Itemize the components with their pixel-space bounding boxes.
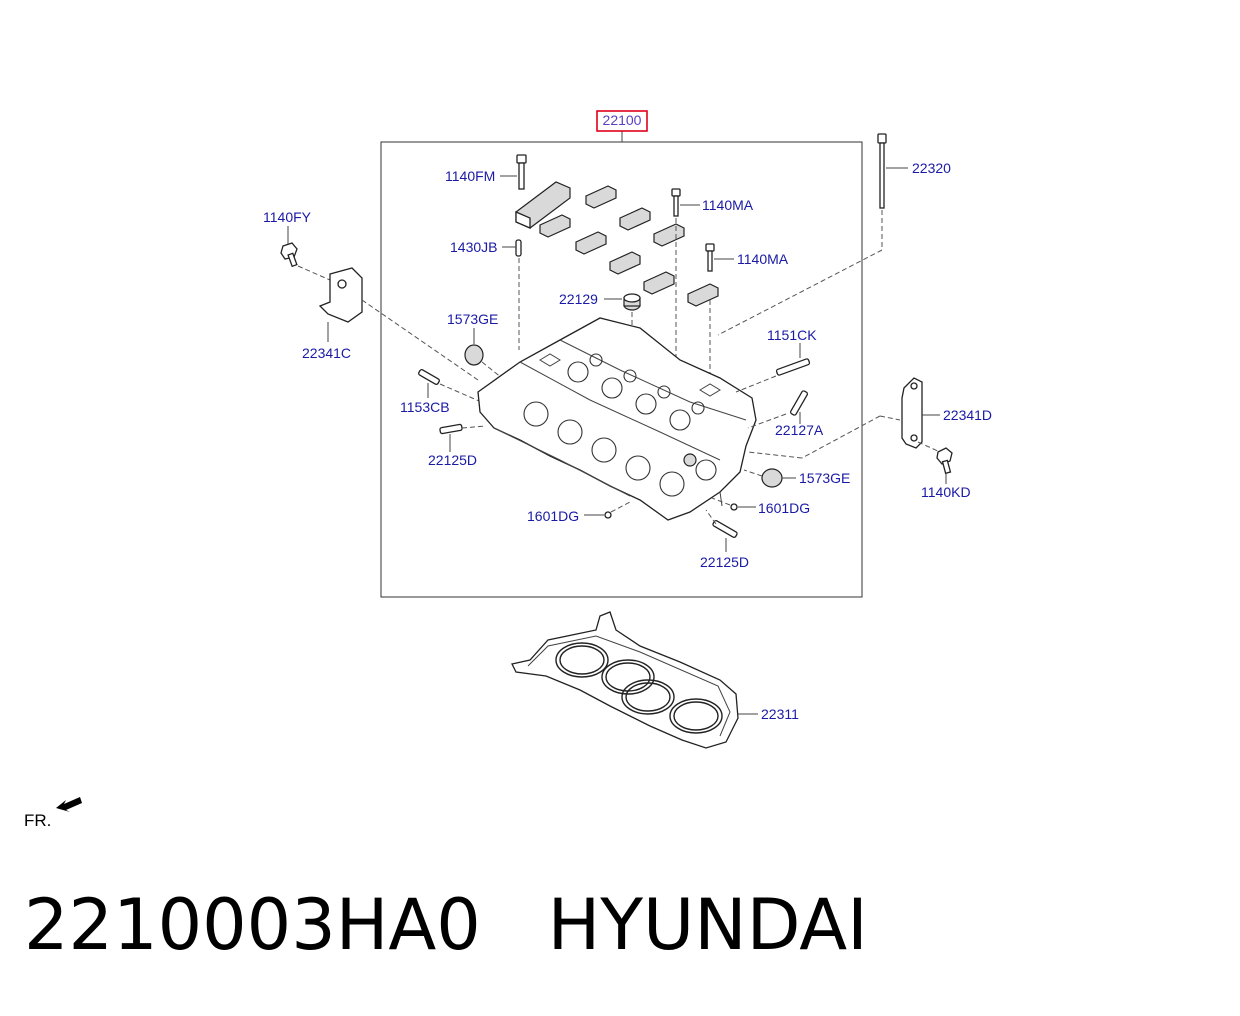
callout-1573ge-2[interactable]: 1573GE bbox=[799, 470, 850, 486]
callout-1140fy[interactable]: 1140FY bbox=[263, 209, 312, 225]
front-indicator: FR. bbox=[24, 797, 82, 830]
stud-1153cb bbox=[418, 368, 487, 405]
head-gasket-22311 bbox=[511, 611, 758, 749]
highlight-box-22100[interactable] bbox=[596, 110, 648, 132]
callout-1151ck[interactable]: 1151CK bbox=[767, 327, 817, 343]
callout-22125d-1[interactable]: 22125D bbox=[428, 452, 477, 468]
dowel-pin-1430jb bbox=[502, 239, 522, 350]
bolt-1140fm bbox=[500, 154, 527, 190]
callout-1140ma-1[interactable]: 1140MA bbox=[702, 197, 754, 213]
callout-1573ge-1[interactable]: 1573GE bbox=[447, 311, 498, 327]
callout-22311[interactable]: 22311 bbox=[761, 706, 799, 722]
part-number: 2210003HA0 bbox=[24, 884, 481, 966]
front-indicator-label: FR. bbox=[24, 811, 51, 830]
callout-1153cb[interactable]: 1153CB bbox=[400, 399, 450, 415]
callout-1430jb[interactable]: 1430JB bbox=[450, 239, 497, 255]
callout-22100[interactable]: 22100 bbox=[603, 112, 642, 128]
stud-22125d-1 bbox=[439, 423, 487, 452]
head-bolt-22320 bbox=[717, 133, 908, 336]
bracket-22341d bbox=[747, 377, 941, 459]
callout-22125d-2[interactable]: 22125D bbox=[700, 554, 749, 570]
bracket-22341c bbox=[318, 267, 479, 381]
part-caption: 2210003HA0 HYUNDAI bbox=[24, 890, 868, 960]
pin-1601dg-2 bbox=[711, 497, 756, 511]
callout-1140fm[interactable]: 1140FM bbox=[445, 168, 495, 184]
plug-1573ge-2 bbox=[743, 468, 796, 488]
front-arrow-icon bbox=[56, 797, 82, 812]
callout-22320[interactable]: 22320 bbox=[912, 160, 951, 176]
bolt-1140kd bbox=[936, 447, 953, 484]
bolt-1140ma-2 bbox=[705, 243, 734, 390]
plug-1573ge-1 bbox=[464, 328, 503, 379]
callout-1601dg-2[interactable]: 1601DG bbox=[758, 500, 810, 516]
brand-name: HYUNDAI bbox=[547, 884, 868, 966]
stud-1151ck bbox=[735, 343, 811, 393]
callout-1140kd[interactable]: 1140KD bbox=[921, 484, 971, 500]
parts-diagram: 22100 22320 1140FM 1140MA bbox=[24, 110, 992, 830]
callout-22127a[interactable]: 22127A bbox=[775, 422, 824, 438]
bolt-1140ma-1 bbox=[671, 188, 700, 380]
stud-22127a bbox=[747, 390, 809, 429]
cylinder-head bbox=[477, 317, 757, 521]
callout-1601dg-1[interactable]: 1601DG bbox=[527, 508, 579, 524]
stud-22125d-2 bbox=[705, 509, 738, 552]
pin-1601dg-1 bbox=[584, 501, 631, 519]
camshaft-bearing-caps bbox=[515, 181, 719, 307]
callout-1140ma-2[interactable]: 1140MA bbox=[737, 251, 789, 267]
callout-22129[interactable]: 22129 bbox=[559, 291, 598, 307]
bolt-1140fy bbox=[280, 226, 331, 281]
callout-22341d[interactable]: 22341D bbox=[943, 407, 992, 423]
callout-22341c[interactable]: 22341C bbox=[302, 345, 351, 361]
